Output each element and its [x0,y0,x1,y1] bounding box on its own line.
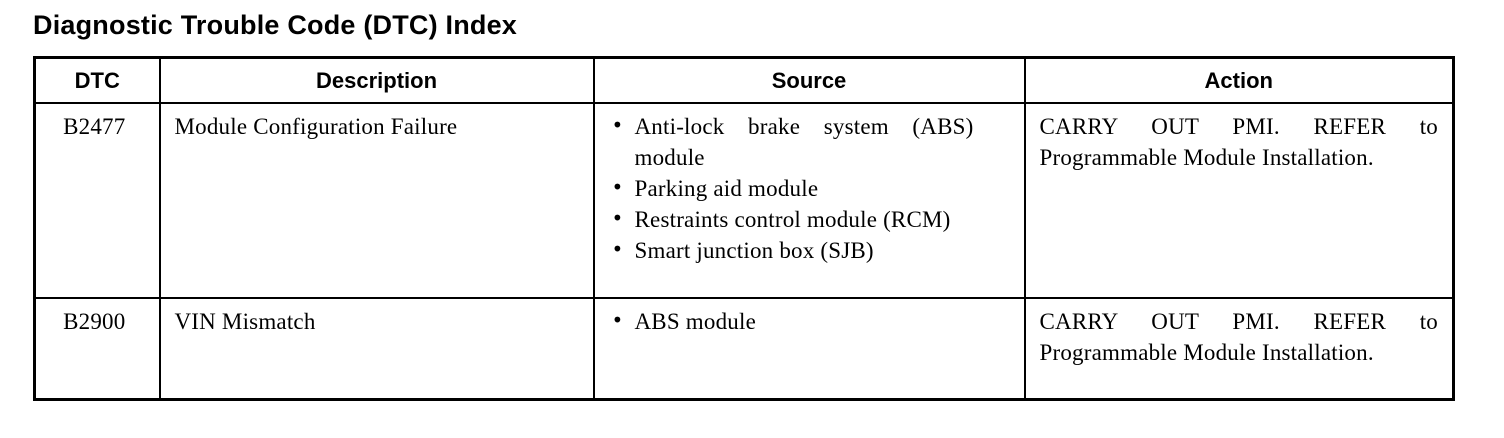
action-cell: CARRY OUT PMI. REFER to Programmable Mod… [1023,102,1455,299]
action-cell: CARRY OUT PMI. REFER to Programmable Mod… [1023,297,1455,400]
header-row: DTC Description Source Action [33,56,1455,104]
source-list: • Anti-lock brake system (ABS) module • Par… [607,111,1010,266]
dtc-code-cell: B2900 [33,297,161,400]
source-list: • ABS module [607,306,1010,337]
description-cell: Module Configuration Failure [158,102,595,299]
source-item-text: ABS module [634,309,756,334]
bullet-icon: • [611,237,624,261]
source-item-text: Anti-lock brake system (ABS) module [634,114,974,170]
source-list-item: • Smart junction box (SJB) [607,235,974,266]
source-cell: • Anti-lock brake system (ABS) module • Par… [592,102,1026,299]
column-header-description: Description [158,56,595,104]
column-header-dtc: DTC [33,56,161,104]
table-header: DTC Description Source Action [33,56,1455,104]
bullet-icon: • [611,308,624,332]
column-header-source: Source [592,56,1026,104]
source-cell: • ABS module [592,297,1026,400]
bullet-icon: • [611,206,624,230]
source-list-item: • Anti-lock brake system (ABS) module [607,111,974,173]
source-item-text: Restraints control module (RCM) [634,207,951,232]
source-item-text: Parking aid module [634,176,819,201]
source-list-item: • Restraints control module (RCM) [607,204,974,235]
column-header-action: Action [1023,56,1455,104]
source-list-item: • ABS module [607,306,974,337]
bullet-icon: • [611,175,624,199]
bullet-icon: • [611,113,624,137]
page-title: Diagnostic Trouble Code (DTC) Index [33,10,518,40]
source-list-item: • Parking aid module [607,173,974,204]
dtc-code-cell: B2477 [33,102,161,299]
description-cell: VIN Mismatch [158,297,595,400]
document-page: Diagnostic Trouble Code (DTC) Index DTC … [33,10,1455,401]
source-item-text: Smart junction box (SJB) [634,238,874,263]
